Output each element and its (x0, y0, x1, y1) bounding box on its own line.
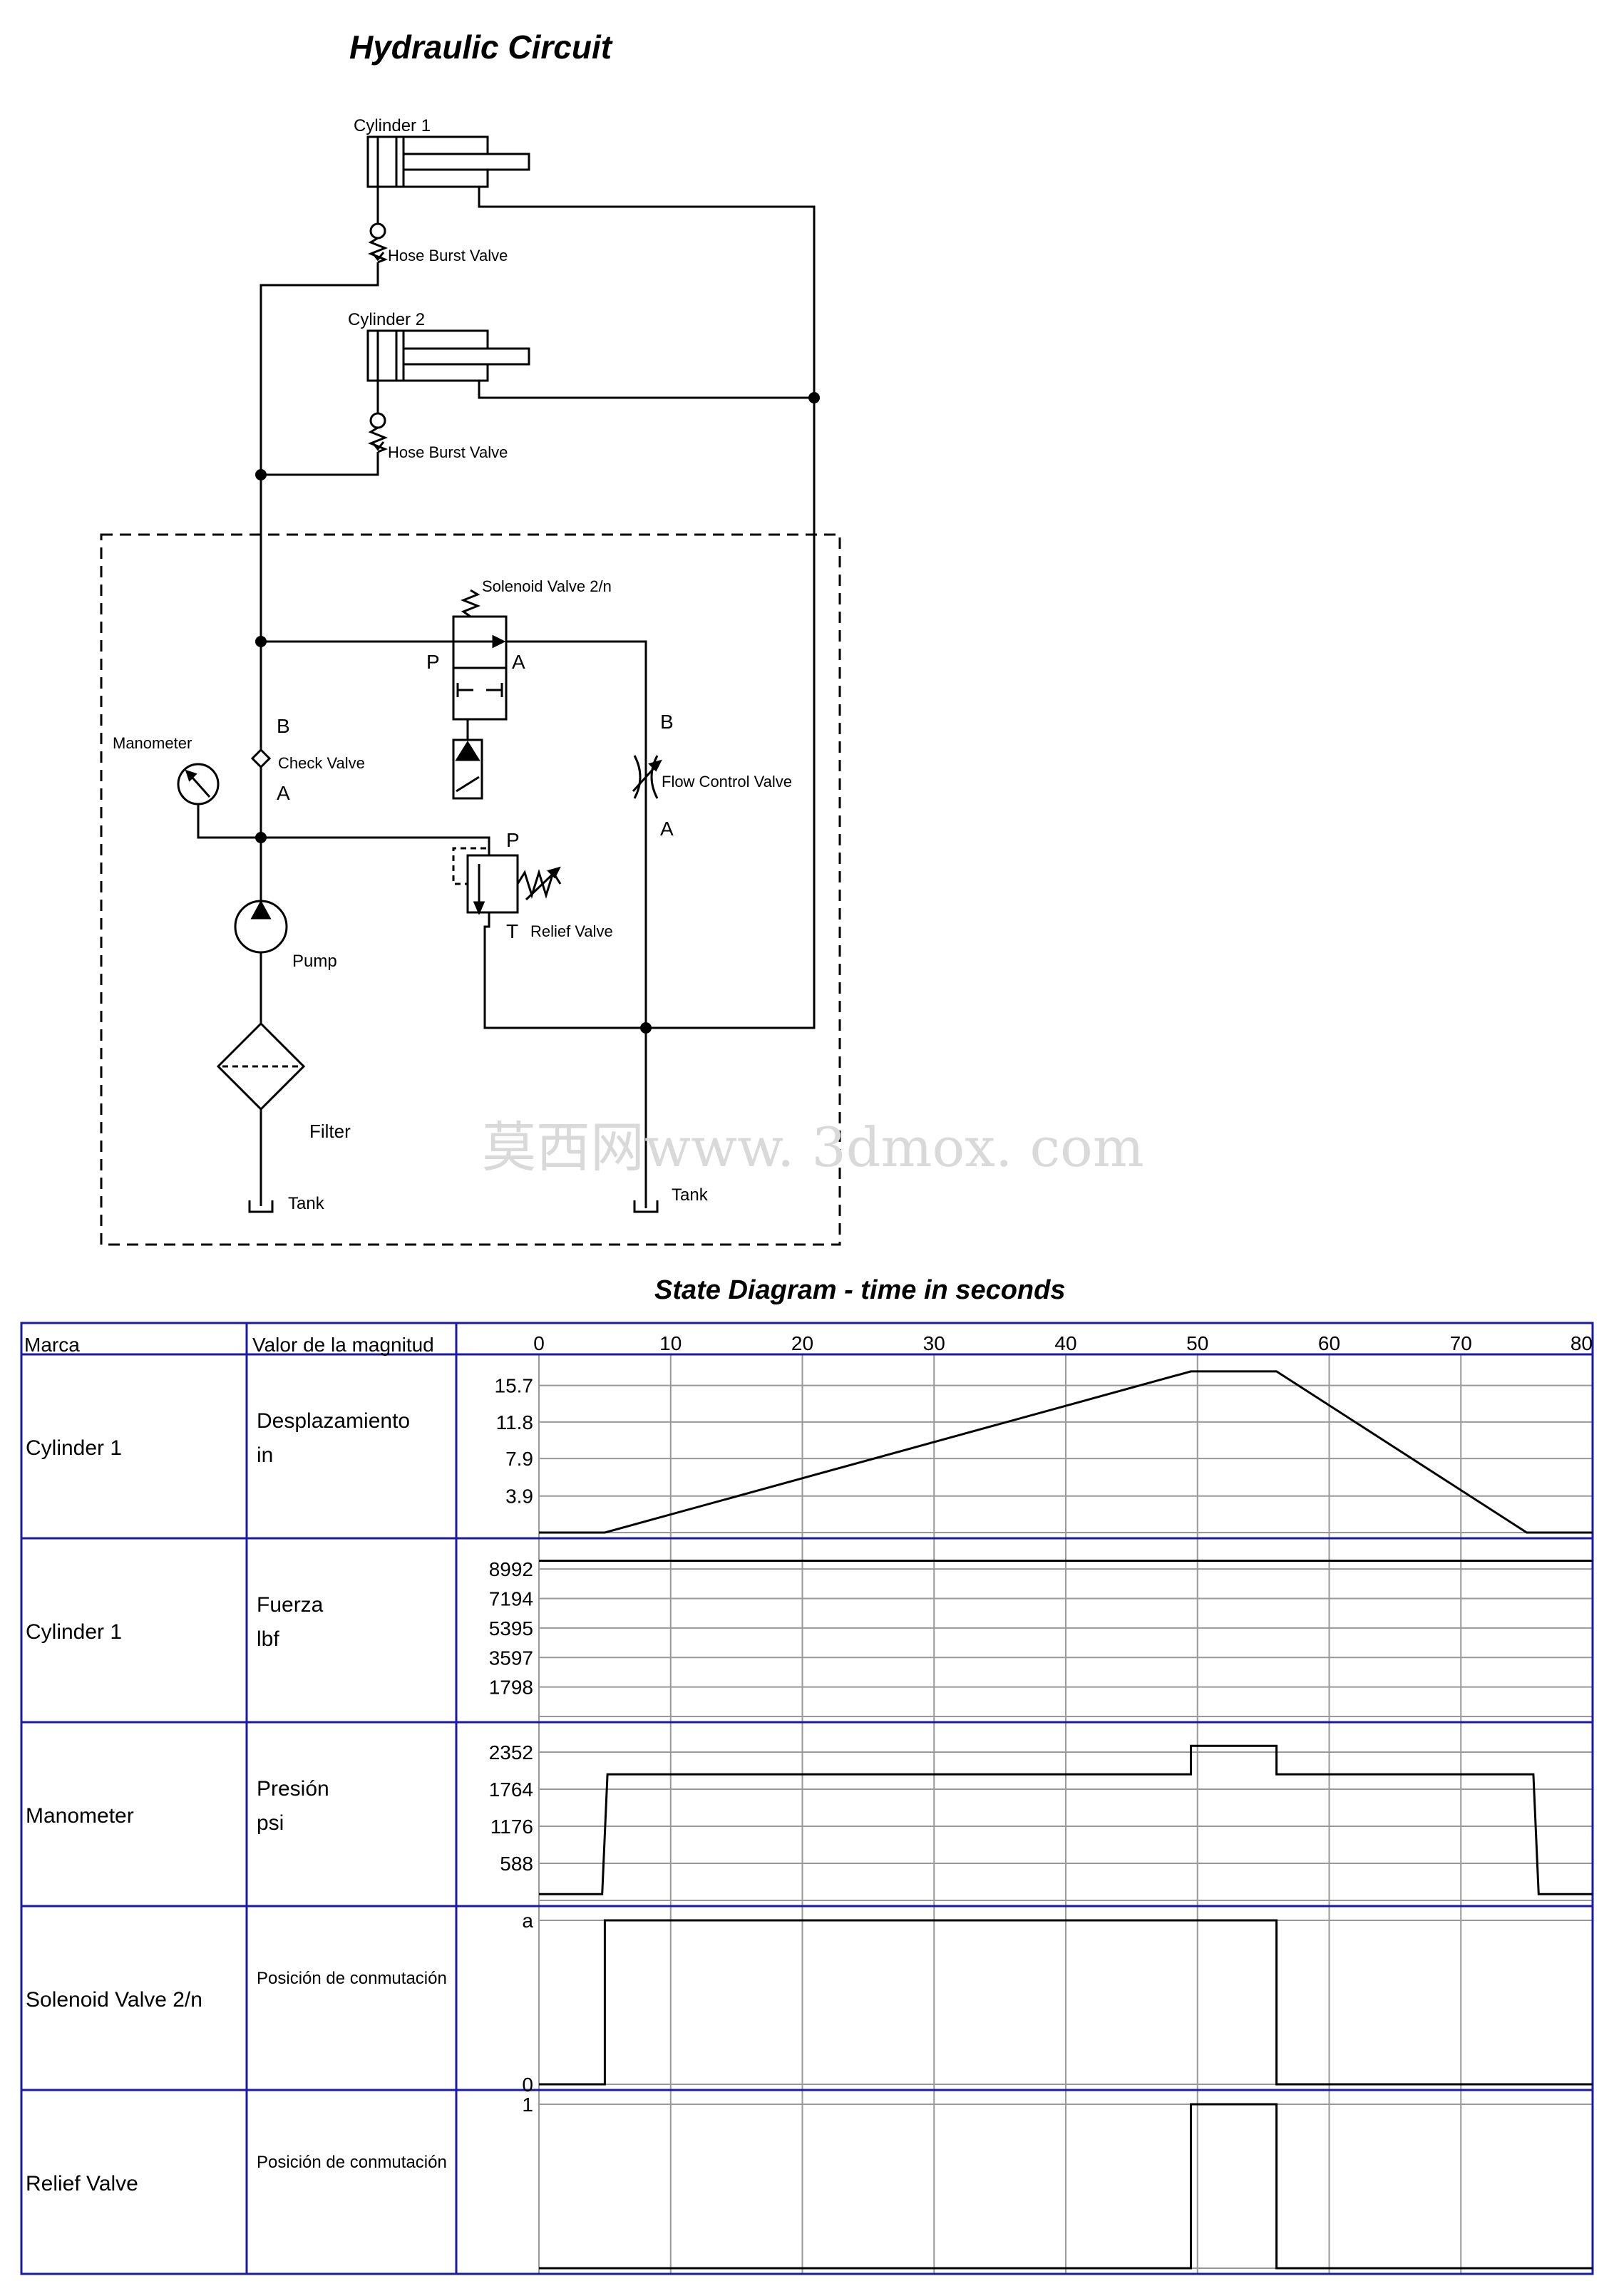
table-outline (20, 1322, 1594, 2275)
header-marca: Marca (24, 1334, 80, 1356)
row-unit-0: in (257, 1443, 273, 1467)
label-tank-right: Tank (672, 1185, 709, 1205)
label-solenoid-valve: Solenoid Valve 2/n (482, 577, 612, 595)
row-magnitude-4: Posición de conmutación (257, 2153, 447, 2172)
row-unit-2: psi (257, 1811, 284, 1835)
row-marca-0: Cylinder 1 (26, 1436, 122, 1460)
x-tick-30: 30 (923, 1332, 945, 1354)
y-tick-3-0: 0 (522, 2074, 533, 2096)
table-borders (20, 1322, 1594, 2275)
label-sol-port-a: A (512, 651, 525, 673)
label-flow-port-b: B (660, 711, 674, 733)
trace-row-3 (539, 1919, 1593, 2086)
label-tank-left: Tank (288, 1194, 325, 1213)
row-marca-3: Solenoid Valve 2/n (26, 1988, 202, 2012)
label-flow-port-a: A (660, 818, 674, 840)
trace-row-0 (539, 1370, 1593, 1534)
filter[interactable] (216, 1021, 306, 1206)
check-valve[interactable] (250, 748, 272, 769)
label-manometer: Manometer (113, 734, 192, 752)
y-tick-4-1: 1 (522, 2094, 533, 2116)
relief-valve[interactable] (452, 847, 562, 915)
cylinder-2[interactable] (366, 329, 530, 382)
row-magnitude-1: Fuerza (257, 1593, 324, 1617)
trace-row-2 (539, 1744, 1593, 1895)
label-check-port-a: A (277, 782, 290, 804)
row-magnitude-0: Desplazamiento (257, 1409, 410, 1433)
y-tick-0-7.9: 7.9 (505, 1448, 533, 1470)
label-relief-valve: Relief Valve (530, 922, 613, 940)
y-tick-3-a: a (522, 1910, 533, 1932)
junction-dots (255, 392, 820, 1034)
y-tick-0-3.9: 3.9 (505, 1486, 533, 1508)
pump[interactable] (234, 838, 288, 1024)
flow-control-valve[interactable] (632, 755, 662, 799)
pressure-line (259, 262, 379, 838)
chart-traces (539, 1370, 1593, 2270)
trace-row-4 (539, 2103, 1593, 2270)
hose-burst-valve-2[interactable] (367, 381, 389, 453)
y-tick-2-1764: 1764 (489, 1778, 533, 1801)
x-tick-labels: 0 10 20 30 40 50 60 70 80 (533, 1332, 1593, 1354)
label-check-valve: Check Valve (278, 754, 365, 772)
manometer[interactable] (177, 763, 261, 839)
tank-left (248, 1200, 274, 1213)
row-magnitude-3: Posición de conmutación (257, 1969, 447, 1988)
hose-burst-valve-1[interactable] (367, 187, 389, 264)
y-tick-2-588: 588 (500, 1853, 533, 1875)
row-marca-4: Relief Valve (26, 2172, 138, 2195)
x-tick-50: 50 (1186, 1332, 1208, 1354)
x-tick-10: 10 (659, 1332, 682, 1354)
row-marca-1: Cylinder 1 (26, 1620, 122, 1644)
label-hose-burst-1: Hose Burst Valve (388, 247, 508, 264)
x-tick-0: 0 (533, 1332, 545, 1354)
cylinder-1[interactable] (366, 135, 530, 188)
y-tick-1-5395: 5395 (489, 1617, 533, 1639)
y-tick-labels: 15.7 11.8 7.9 3.9 8992 7194 5395 3597 1798 2352 17… (489, 1375, 534, 2116)
state-diagram-title: State Diagram - time in seconds (654, 1275, 1066, 1305)
y-tick-2-1176: 1176 (490, 1816, 533, 1838)
power-unit-boundary (100, 533, 841, 1246)
label-flow-control: Flow Control Valve (662, 773, 792, 791)
solenoid-valve[interactable] (452, 589, 508, 800)
chart-grid (538, 1354, 1593, 2274)
y-tick-1-7194: 7194 (489, 1588, 533, 1610)
circuit-title: Hydraulic Circuit (349, 29, 613, 66)
label-check-port-b: B (277, 715, 290, 737)
tank-right (633, 1200, 659, 1213)
label-hose-burst-2: Hose Burst Valve (388, 443, 508, 461)
label-cylinder-2: Cylinder 2 (348, 310, 425, 329)
x-tick-60: 60 (1318, 1332, 1340, 1354)
label-filter: Filter (309, 1121, 351, 1142)
y-tick-1-1798: 1798 (489, 1677, 533, 1699)
y-tick-1-8992: 8992 (489, 1558, 533, 1580)
x-tick-20: 20 (791, 1332, 813, 1354)
watermark: 莫西网www. 3dmox. com (482, 1116, 1144, 1179)
row-magnitude-2: Presión (257, 1777, 329, 1801)
y-tick-1-3597: 3597 (489, 1647, 533, 1669)
y-tick-2-2352: 2352 (489, 1741, 533, 1764)
x-tick-70: 70 (1450, 1332, 1472, 1354)
row-marca-2: Manometer (26, 1804, 134, 1828)
x-tick-80: 80 (1571, 1332, 1593, 1354)
y-tick-0-15.7: 15.7 (495, 1375, 534, 1397)
header-valor: Valor de la magnitud (252, 1334, 434, 1356)
circuit-labels: Cylinder 1 Cylinder 2 Hose Burst Valve H… (113, 116, 792, 1213)
label-cylinder-1: Cylinder 1 (354, 116, 431, 135)
x-tick-40: 40 (1054, 1332, 1076, 1354)
label-sol-port-p: P (426, 651, 440, 673)
label-relief-port-p: P (506, 829, 520, 851)
label-pump: Pump (292, 952, 337, 971)
label-relief-port-t: T (506, 920, 518, 942)
circuit-diagram (100, 135, 841, 1246)
y-tick-0-11.8: 11.8 (496, 1411, 533, 1433)
row-unit-1: lbf (257, 1627, 279, 1651)
